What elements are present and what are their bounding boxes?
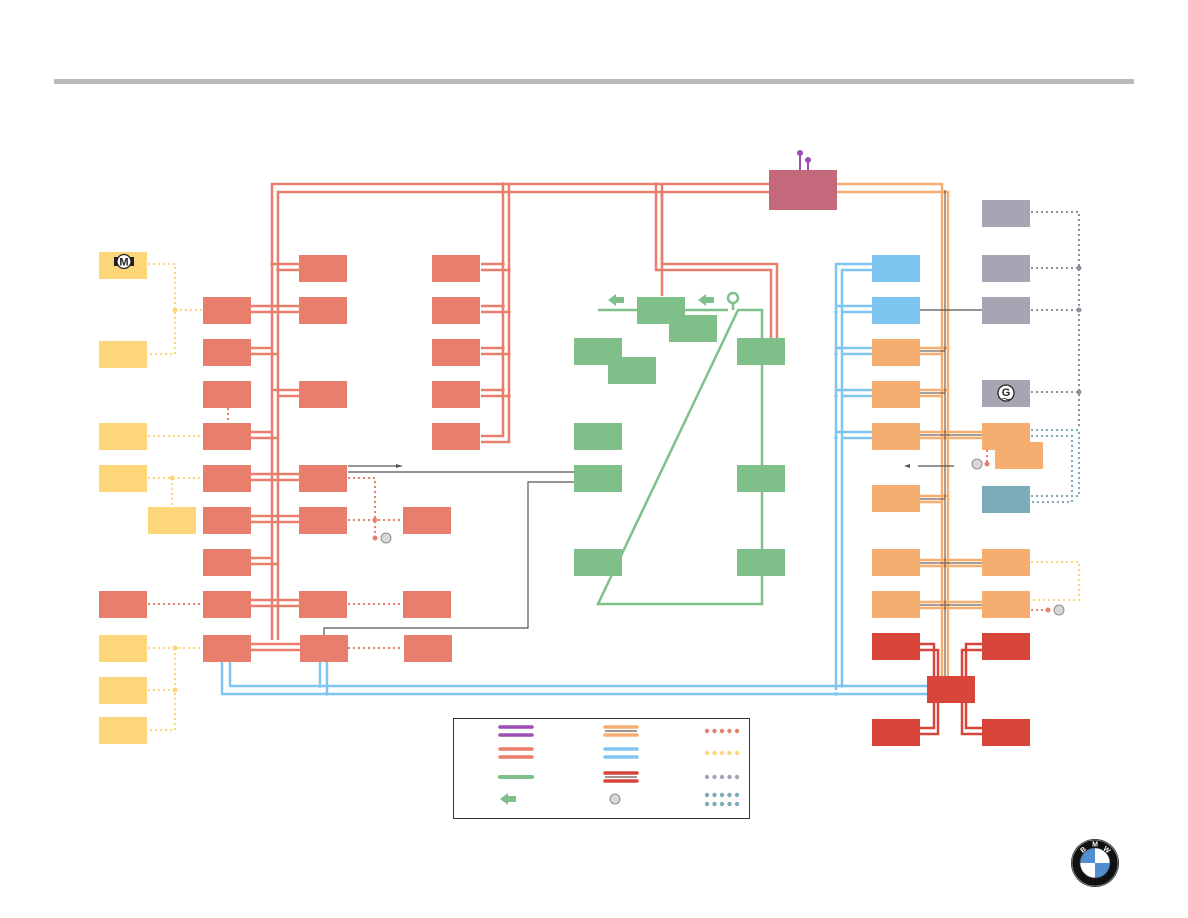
logo-letter: W <box>1102 845 1112 855</box>
legend-item-9 <box>500 793 516 805</box>
legend-item-4 <box>603 747 639 759</box>
orange-bus <box>837 182 982 690</box>
generator-icon: G <box>997 384 1015 402</box>
lin-dots <box>169 265 1082 693</box>
green-arrows <box>608 294 714 306</box>
motor-icon: M <box>114 253 134 270</box>
ecu-boxes <box>99 170 1043 746</box>
legend-item-8 <box>704 774 740 780</box>
legend-item-11 <box>704 792 740 807</box>
legend-item-1 <box>603 725 639 737</box>
central-gateway <box>769 170 837 210</box>
legend-item-3 <box>498 747 534 759</box>
connector-icons <box>380 458 1065 616</box>
legend-box <box>453 718 750 819</box>
red-bus <box>920 642 982 736</box>
diagnostic-lines <box>323 309 982 636</box>
legend-item-7 <box>603 771 639 783</box>
legend-item-10 <box>609 793 621 805</box>
lin-grey <box>1031 211 1080 426</box>
legend-item-5 <box>704 750 740 756</box>
legend <box>498 725 740 807</box>
green-ring <box>596 291 764 606</box>
kcan-bus <box>251 182 779 652</box>
junction-dots-blue <box>318 304 844 696</box>
antenna-icon <box>797 150 811 170</box>
generator-symbol-text: G <box>1002 387 1011 399</box>
logo-letter: M <box>1092 842 1098 849</box>
junction-dots <box>270 182 664 398</box>
blue-bus <box>220 262 930 696</box>
orange-bus-core <box>919 190 982 690</box>
logo-letter: B <box>1079 846 1087 855</box>
legend-item-0 <box>498 725 534 737</box>
motor-symbol-text: M <box>119 257 128 269</box>
bmw-logo-icon: BMW <box>1071 839 1119 887</box>
legend-item-2 <box>704 728 740 734</box>
lin-teal <box>1031 429 1080 503</box>
title-rule <box>54 79 1134 84</box>
